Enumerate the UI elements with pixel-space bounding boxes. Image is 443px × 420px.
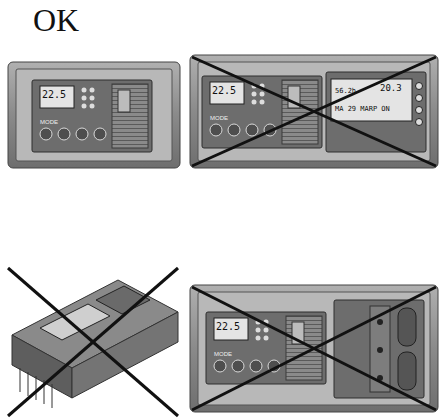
lcd-reading: 56.2h [335,88,356,95]
cross [192,57,436,166]
frame-wide [190,55,438,168]
frame-ok [8,62,180,168]
cross [192,57,436,166]
ok-mark: OK [33,4,79,36]
cross [192,287,436,410]
cross [8,268,178,416]
lcd-reading: 20.3 [380,84,402,93]
button-label: MODE [214,351,232,357]
lcd-reading: 22.5 [212,86,236,96]
button-label: MODE [210,115,228,121]
cross [192,287,436,410]
frame-socket [190,285,438,412]
bare-device [8,268,178,416]
lcd-reading: 22.5 [42,90,66,100]
lcd-reading: 22.5 [216,322,240,332]
button-label: MODE [40,119,58,125]
lcd-date: MA 29 MARP ON [335,106,390,113]
cross [8,268,178,416]
thermostat [32,80,152,152]
